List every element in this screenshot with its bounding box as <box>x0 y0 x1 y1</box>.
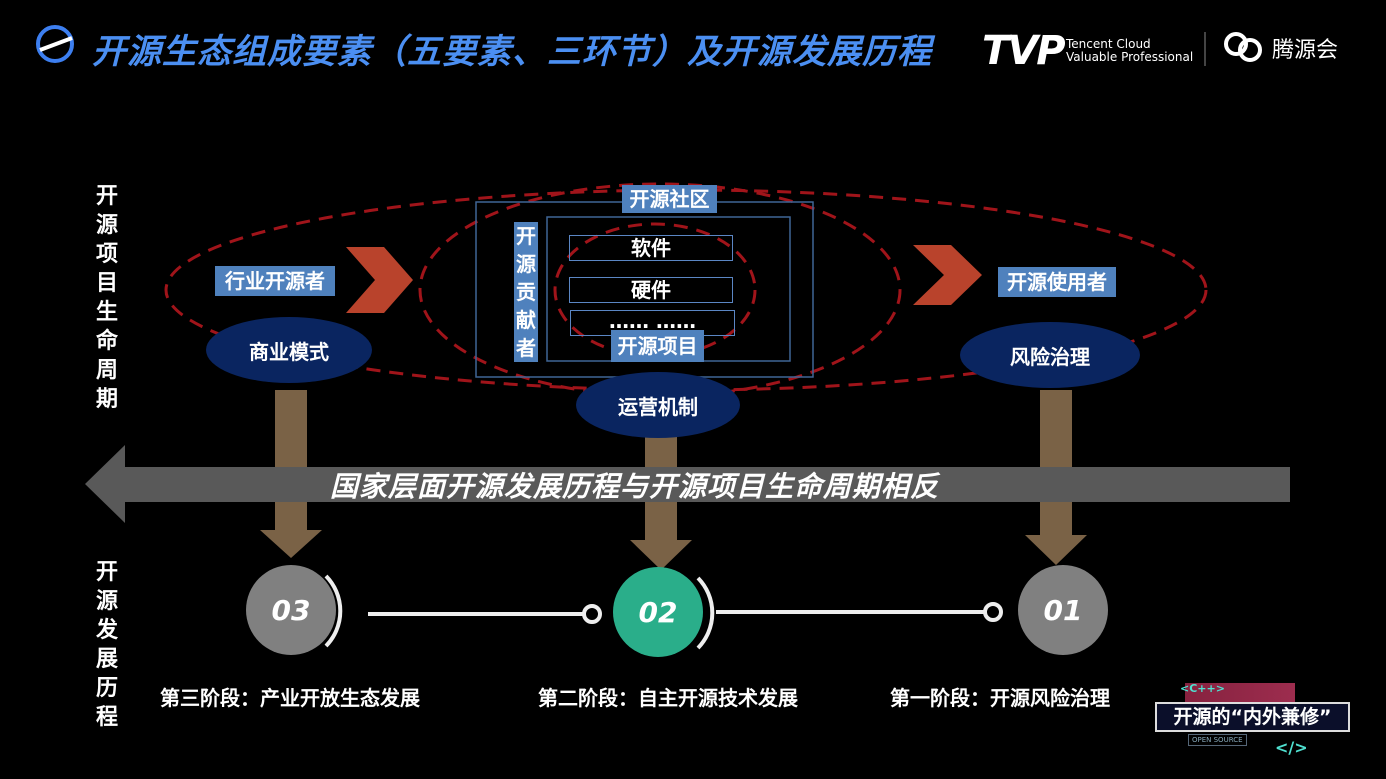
page-title: 开源生态组成要素（五要素、三环节）及开源发展历程 <box>92 32 932 72</box>
hardware-row: 硬件 <box>569 277 733 303</box>
logo-icon <box>36 25 74 63</box>
banner-arrow-left <box>85 445 1290 523</box>
badge-title: 开源的“内外兼修” <box>1155 702 1350 732</box>
badge-cpp: <C++> <box>1180 682 1225 695</box>
contributors-label: 开源贡献者 <box>514 222 538 362</box>
tvp-caption: Tencent Cloud Valuable Professional <box>1066 38 1193 64</box>
banner-text: 国家层面开源发展历程与开源项目生命周期相反 <box>330 470 940 503</box>
risk-governance-oval: 风险治理 <box>960 322 1140 388</box>
project-label: 开源项目 <box>611 330 704 362</box>
software-row: 软件 <box>569 235 733 261</box>
tvp-line2: Valuable Professional <box>1066 50 1194 64</box>
lifecycle-vertical-label: 开源项目生命周期 <box>95 184 118 412</box>
chevron-right-icon <box>913 245 982 305</box>
stage-circle-02: 02 <box>613 567 703 657</box>
tvp-line1: Tencent Cloud <box>1066 37 1151 51</box>
timeline-node <box>983 602 1003 622</box>
brand-name: 腾源会 <box>1272 38 1339 63</box>
industry-open-source-label: 行业开源者 <box>215 266 335 296</box>
stage-circle-03: 03 <box>246 565 336 655</box>
event-badge: <C++> 开源的“内外兼修” OPEN SOURCE </> <box>1150 680 1370 770</box>
stage-circle-01: 01 <box>1018 565 1108 655</box>
business-model-oval: 商业模式 <box>206 317 372 383</box>
tvp-logo: TVP <box>982 28 1066 74</box>
chevron-right-icon <box>346 247 413 313</box>
tengyuanhui-logo-icon <box>1224 32 1262 62</box>
badge-sub: OPEN SOURCE <box>1188 734 1247 746</box>
stage-label-2: 第二阶段：自主开源技术发展 <box>538 686 798 710</box>
history-vertical-label: 开源发展历程 <box>95 560 118 730</box>
stage-label-1: 第一阶段：开源风险治理 <box>890 686 1110 710</box>
project-dashed-ellipse <box>553 222 757 358</box>
community-label: 开源社区 <box>622 185 717 213</box>
stage-label-3: 第三阶段：产业开放生态发展 <box>160 686 420 710</box>
open-source-users-label: 开源使用者 <box>998 267 1116 297</box>
timeline-node <box>582 604 602 624</box>
code-icon: </> <box>1275 738 1308 757</box>
operation-mechanism-oval: 运营机制 <box>576 372 740 438</box>
